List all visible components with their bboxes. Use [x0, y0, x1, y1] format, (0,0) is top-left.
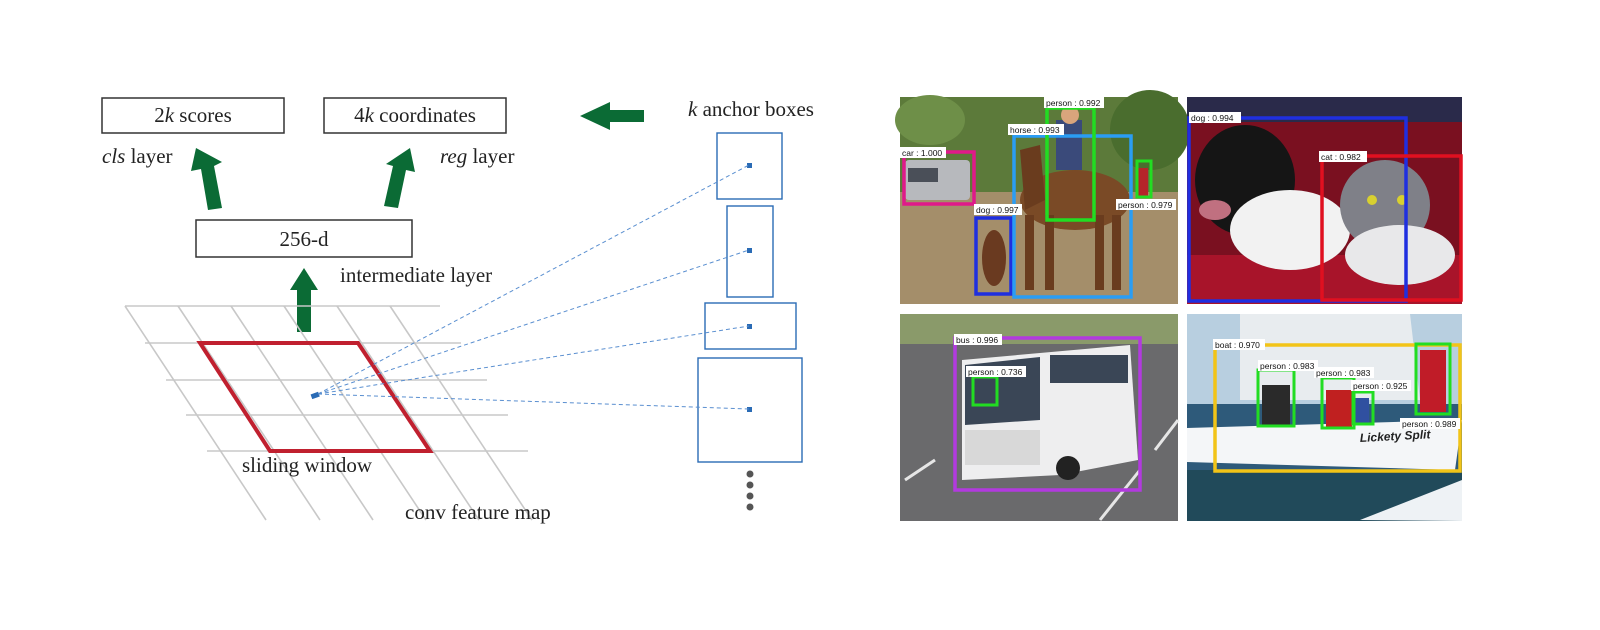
sliding-window-label: sliding window	[242, 453, 373, 477]
anchor-boxes-label: k anchor boxes	[688, 97, 814, 121]
arrow-from-anchors	[580, 102, 644, 130]
window-center	[310, 391, 320, 400]
detection-panel-dog-cat: dog : 0.994 cat : 0.982	[1187, 97, 1463, 304]
label-person-boat-2: person : 0.983	[1316, 368, 1371, 378]
label-person-boat-1: person : 0.983	[1260, 361, 1315, 371]
detection-panel-horse: car : 1.000 person : 0.992 horse : 0.993…	[895, 90, 1190, 304]
label-dog-2: dog : 0.994	[1191, 113, 1234, 123]
scores-label: 2k scores	[154, 103, 232, 127]
hull-text: Lickety Split	[1359, 427, 1431, 445]
anchor-box-3	[704, 302, 797, 350]
arrow-to-reg	[384, 148, 415, 208]
cls-layer-label: cls layer	[102, 144, 173, 168]
label-cat: cat : 0.982	[1321, 152, 1361, 162]
intermediate-box-label: 256-d	[280, 227, 329, 251]
label-person-bus: person : 0.736	[968, 367, 1023, 377]
label-boat: boat : 0.970	[1215, 340, 1260, 350]
label-person-rider: person : 0.992	[1046, 98, 1101, 108]
scores-box	[101, 97, 285, 134]
conv-feature-map-label: conv feature map	[405, 500, 551, 524]
detection-panel-bus: bus : 0.996 person : 0.736	[900, 314, 1180, 521]
conv-feature-map-grid	[124, 305, 533, 521]
coordinates-label: 4k coordinates	[354, 103, 476, 127]
anchor-box-1	[716, 132, 783, 200]
anchor-dashed-lines	[317, 164, 750, 410]
rpn-diagram: 2k scores 4k coordinates cls layer reg l…	[101, 97, 814, 524]
arrow-to-cls	[191, 148, 222, 210]
anchor-box-2	[726, 205, 774, 298]
detection-panel-boat: Lickety Split boat : 0.970 person : 0.98…	[1187, 314, 1462, 521]
intermediate-box	[195, 219, 413, 258]
anchor-centers	[747, 163, 752, 412]
arrow-to-intermediate	[290, 268, 318, 332]
label-person-right: person : 0.979	[1118, 200, 1173, 210]
intermediate-layer-label: intermediate layer	[340, 263, 492, 287]
label-bus: bus : 0.996	[956, 335, 998, 345]
coordinates-box	[323, 97, 507, 134]
ellipsis-dots	[746, 470, 754, 511]
sliding-window	[196, 341, 434, 453]
label-person-boat-4: person : 0.989	[1402, 419, 1457, 429]
label-dog: dog : 0.997	[976, 205, 1019, 215]
label-person-boat-3: person : 0.925	[1353, 381, 1408, 391]
anchor-box-4	[697, 357, 803, 463]
label-car: car : 1.000	[902, 148, 942, 158]
reg-layer-label: reg layer	[440, 144, 514, 168]
label-horse: horse : 0.993	[1010, 125, 1060, 135]
